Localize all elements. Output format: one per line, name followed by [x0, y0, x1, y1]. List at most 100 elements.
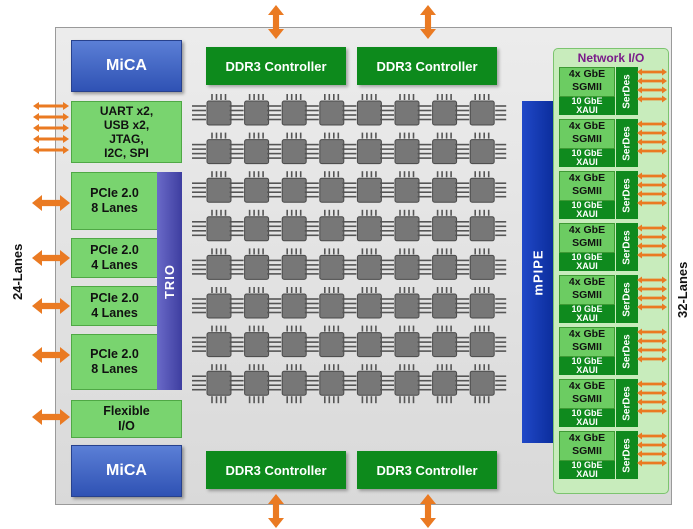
processor-tile — [281, 216, 307, 242]
ddr3-label: DDR3 Controller — [225, 462, 327, 478]
pcie-version: PCIe 2.0 — [90, 186, 139, 200]
processor-tile — [469, 216, 495, 242]
ten-gbe-label: 10 GbE — [571, 408, 603, 418]
pcie-block-2: PCIe 2.0 4 Lanes — [71, 238, 158, 278]
xaui-label: XAUI — [576, 105, 598, 115]
processor-tile — [244, 177, 270, 203]
bidirectional-arrow — [637, 337, 667, 345]
ten-gbe-label: 10 GbE — [571, 460, 603, 470]
processor-tile — [469, 254, 495, 280]
pcie-lanes: 8 Lanes — [91, 362, 138, 376]
processor-tile — [432, 139, 458, 165]
ten-gbe-label: 10 GbE — [571, 200, 603, 210]
processor-tile — [244, 332, 270, 358]
processor-tile — [356, 332, 382, 358]
pcie-block-4: PCIe 2.0 8 Lanes — [71, 334, 158, 390]
bidirectional-arrow — [420, 5, 436, 39]
serdes-cell: SerDes — [616, 223, 638, 271]
ddr3-controller-bottom-right: DDR3 Controller — [357, 451, 497, 489]
processor-tile — [319, 370, 345, 396]
gbe-label: 4x GbE — [568, 432, 606, 444]
processor-tile — [281, 293, 307, 319]
processor-tile — [244, 139, 270, 165]
serdes-cell: SerDes — [616, 119, 638, 167]
bidirectional-arrow — [637, 129, 667, 137]
bidirectional-arrow — [637, 242, 667, 250]
processor-tile — [469, 100, 495, 126]
processor-tile — [432, 216, 458, 242]
bidirectional-arrow — [637, 233, 667, 241]
ddr3-controller-top-right: DDR3 Controller — [357, 47, 497, 85]
processor-tile — [356, 293, 382, 319]
ddr3-label: DDR3 Controller — [376, 58, 478, 74]
processor-tile — [244, 216, 270, 242]
ten-gbe-label: 10 GbE — [571, 96, 603, 106]
gbe-label: 4x GbE — [568, 224, 606, 236]
sgmii-label: SGMII — [572, 133, 602, 145]
processor-tile — [394, 177, 420, 203]
xaui-label: XAUI — [576, 313, 598, 323]
processor-tile — [394, 332, 420, 358]
processor-tile — [469, 293, 495, 319]
processor-tile — [206, 293, 232, 319]
io-line: I2C, SPI — [104, 146, 149, 160]
xaui-label: XAUI — [576, 365, 598, 375]
bidirectional-arrow — [637, 251, 667, 259]
bidirectional-arrow — [637, 285, 667, 293]
gbe-label: 4x GbE — [568, 380, 606, 392]
processor-tile — [432, 370, 458, 396]
processor-tile — [432, 177, 458, 203]
serdes-cell: SerDes — [616, 275, 638, 323]
bidirectional-arrow — [32, 298, 70, 314]
processor-tile — [432, 254, 458, 280]
processor-tile — [319, 254, 345, 280]
bidirectional-arrow — [637, 77, 667, 85]
xaui-label: XAUI — [576, 261, 598, 271]
ddr3-label: DDR3 Controller — [225, 58, 327, 74]
bidirectional-arrow — [637, 459, 667, 467]
processor-tile — [319, 332, 345, 358]
ddr3-controller-top-left: DDR3 Controller — [206, 47, 346, 85]
serdes-cell: SerDes — [616, 67, 638, 115]
sgmii-label: SGMII — [572, 341, 602, 353]
bidirectional-arrow — [637, 380, 667, 388]
xaui-label: XAUI — [576, 417, 598, 427]
bidirectional-arrow — [637, 190, 667, 198]
processor-tile — [281, 254, 307, 280]
processor-tile — [356, 100, 382, 126]
bidirectional-arrow — [637, 346, 667, 354]
processor-tile — [394, 254, 420, 280]
processor-tile — [469, 370, 495, 396]
bidirectional-arrow — [32, 409, 70, 425]
bidirectional-arrow — [637, 303, 667, 311]
processor-tile — [356, 177, 382, 203]
pcie-lanes: 4 Lanes — [91, 258, 138, 272]
processor-tile — [206, 216, 232, 242]
sgmii-label: SGMII — [572, 393, 602, 405]
processor-tile — [281, 100, 307, 126]
io-line: USB x2, — [103, 118, 150, 132]
bidirectional-arrow — [637, 450, 667, 458]
pcie-lanes: 4 Lanes — [91, 306, 138, 320]
bidirectional-arrow — [637, 328, 667, 336]
io-line: JTAG, — [109, 132, 144, 146]
processor-tile — [319, 139, 345, 165]
bidirectional-arrow — [33, 124, 69, 132]
processor-tile — [206, 370, 232, 396]
serdes-cell: SerDes — [616, 327, 638, 375]
